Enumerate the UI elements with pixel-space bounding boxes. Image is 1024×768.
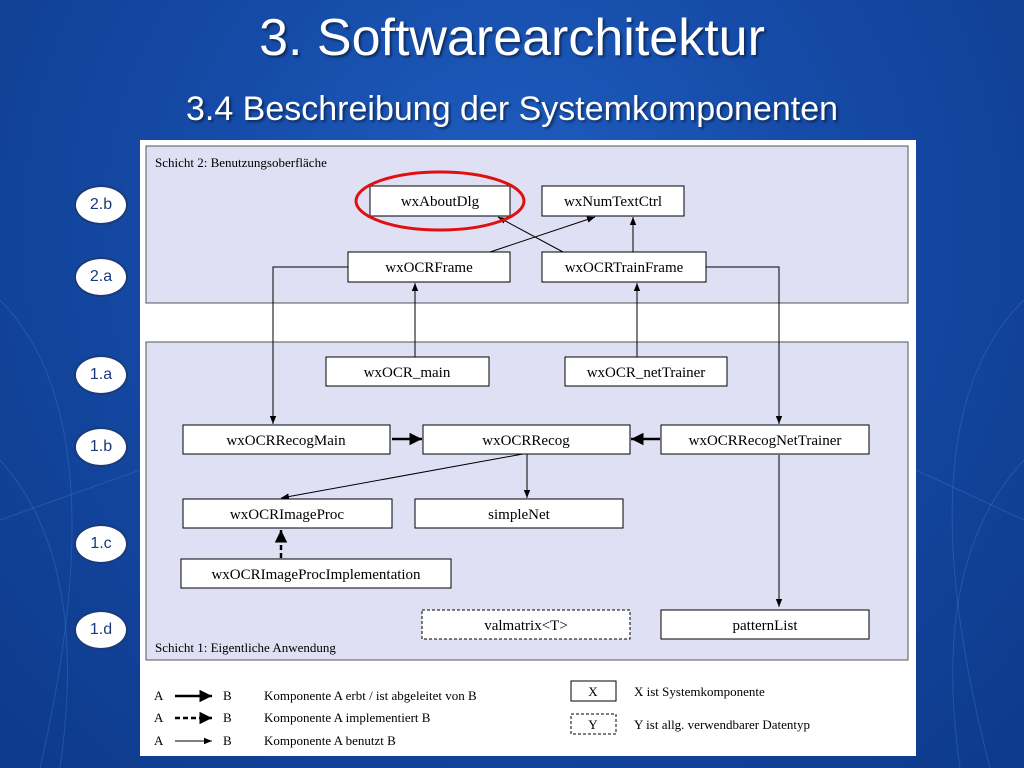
box-ocr-train-frame (541, 251, 707, 283)
badge-2a: 2.a (74, 257, 128, 297)
slide-title: 3. Softwarearchitektur (259, 9, 765, 67)
highlight-circle (354, 170, 526, 232)
box-about-dlg (369, 185, 511, 217)
legend-implements-text: Komponente A implementiert B (264, 710, 431, 725)
legend-a-3: A (154, 733, 164, 748)
edge-trainframe-recognettrainer (706, 266, 783, 424)
box-ocr-frame (347, 251, 511, 283)
box-valmatrix (421, 609, 631, 640)
legend: A B Komponente A erbt / ist abgeleitet v… (154, 680, 810, 748)
label-ocr-main: wxOCR_main (364, 365, 451, 381)
label-ocr-train-frame: wxOCRTrainFrame (565, 260, 684, 276)
box-simple-net (414, 498, 624, 529)
slide-subtitle: 3.4 Beschreibung der Systemkomponenten (185, 90, 839, 128)
legend-b-2: B (223, 710, 232, 725)
edge-trainframe-aboutdlg (497, 216, 564, 253)
edge-ocrframe-recogmain (269, 266, 348, 424)
box-pattern-list (660, 609, 870, 640)
label-about-dlg: wxAboutDlg (401, 194, 480, 210)
box-recog-main (182, 424, 391, 455)
label-simple-net: simpleNet (488, 507, 550, 523)
legend-a-2: A (154, 710, 164, 725)
label-ocr-frame: wxOCRFrame (385, 260, 473, 276)
label-pattern-list: patternList (733, 618, 799, 634)
badge-1d: 1.d (74, 610, 128, 650)
box-image-proc-impl (180, 558, 452, 589)
legend-uses-text: Komponente A benutzt B (264, 733, 396, 748)
label-image-proc-impl: wxOCRImageProcImplementation (211, 567, 421, 583)
legend-x-desc: X ist Systemkomponente (634, 684, 765, 699)
legend-b-1: B (223, 688, 232, 703)
badge-1a: 1.a (74, 355, 128, 395)
box-image-proc (182, 498, 393, 529)
label-ocr-net-trainer: wxOCR_netTrainer (587, 365, 706, 381)
box-ocr-net-trainer (564, 356, 728, 387)
box-recog-net-trainer (660, 424, 870, 455)
legend-y-label: Y (588, 717, 598, 732)
badge-2b: 2.b (74, 185, 128, 225)
box-recog (422, 424, 631, 455)
legend-inherits-text: Komponente A erbt / ist abgeleitet von B (264, 688, 477, 703)
legend-b-3: B (223, 733, 232, 748)
badge-1b: 1.b (74, 427, 128, 467)
label-recog-net-trainer: wxOCRRecogNetTrainer (689, 433, 842, 449)
legend-x-label: X (588, 684, 598, 699)
legend-y-desc: Y ist allg. verwendbarer Datentyp (634, 717, 810, 732)
box-num-text-ctrl (541, 185, 685, 217)
label-recog: wxOCRRecog (482, 433, 570, 449)
box-ocr-main (325, 356, 490, 387)
layer-1-label: Schicht 1: Eigentliche Anwendung (155, 640, 336, 655)
diagram-canvas: Schicht 2: Benutzungsoberfläche Schicht … (145, 145, 909, 748)
legend-y-box (570, 713, 617, 735)
label-image-proc: wxOCRImageProc (230, 507, 344, 523)
edge-recog-imageproc (280, 453, 524, 500)
badge-1c: 1.c (74, 524, 128, 564)
label-num-text-ctrl: wxNumTextCtrl (564, 194, 662, 210)
edge-ocrframe-numtextctrl (489, 216, 596, 253)
legend-x-box (570, 680, 617, 702)
label-valmatrix: valmatrix<T> (484, 618, 568, 634)
legend-a-1: A (154, 688, 164, 703)
architecture-diagram: Schicht 2: Benutzungsoberfläche Schicht … (140, 140, 916, 756)
label-recog-main: wxOCRRecogMain (226, 433, 346, 449)
layer-2-label: Schicht 2: Benutzungsoberfläche (155, 155, 327, 170)
